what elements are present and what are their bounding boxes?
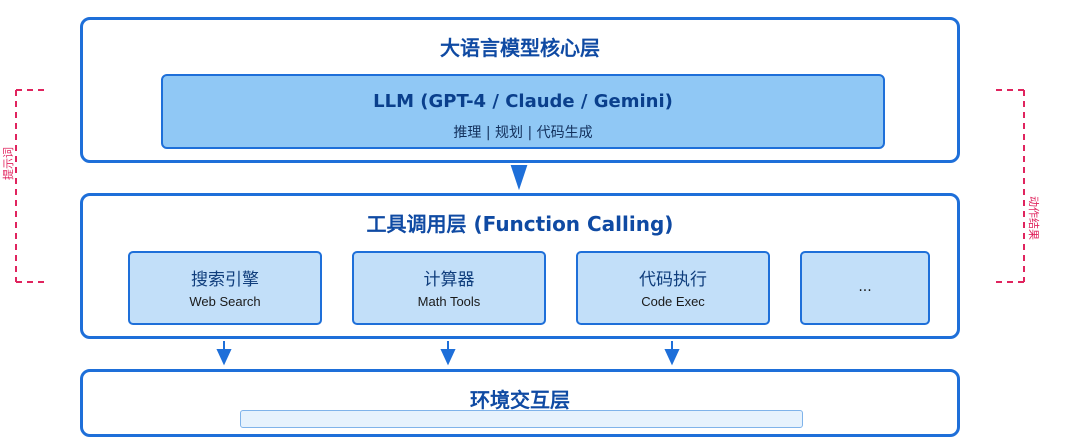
left-bracket	[15, 89, 48, 283]
tool-label-more: ...	[858, 279, 872, 295]
tool-label-en: Web Search	[189, 294, 261, 309]
arrow-down-icon	[664, 349, 680, 366]
llm-model-name: LLM (GPT-4 / Claude / Gemini)	[373, 91, 673, 112]
tools-layer-title: 工具调用层 (Function Calling)	[366, 212, 674, 236]
arrow-down-icon	[216, 349, 232, 366]
env-layer-title: 环境交互层	[470, 388, 570, 412]
arrow-down-icon	[510, 165, 528, 191]
tool-box-more: ...	[800, 251, 930, 325]
environment-layer: 环境交互层	[80, 369, 960, 437]
right-bracket	[996, 89, 1025, 283]
llm-model-box: LLM (GPT-4 / Claude / Gemini) 推理 | 规划 | …	[161, 74, 885, 149]
env-bar	[240, 410, 803, 428]
tool-box-code-exec: 代码执行 Code Exec	[576, 251, 770, 325]
tool-box-math-tools: 计算器 Math Tools	[352, 251, 546, 325]
tool-label-cn: 代码执行	[639, 270, 707, 290]
tool-label-en: Math Tools	[417, 294, 481, 309]
tool-box-web-search: 搜索引擎 Web Search	[128, 251, 322, 325]
left-bracket-label: 提示词	[2, 147, 15, 180]
llm-layer-title: 大语言模型核心层	[440, 36, 600, 60]
llm-core-layer: 大语言模型核心层 LLM (GPT-4 / Claude / Gemini) 推…	[80, 17, 960, 163]
tool-label-cn: 计算器	[423, 270, 475, 290]
arrow-down-icon	[440, 349, 456, 366]
tool-label-en: Code Exec	[641, 294, 705, 309]
tool-calling-layer: 工具调用层 (Function Calling) 搜索引擎 Web Search…	[80, 193, 960, 339]
right-bracket-label: 动作结果	[1027, 196, 1040, 240]
tool-label-cn: 搜索引擎	[191, 270, 259, 290]
llm-model-capabilities: 推理 | 规划 | 代码生成	[453, 125, 593, 141]
